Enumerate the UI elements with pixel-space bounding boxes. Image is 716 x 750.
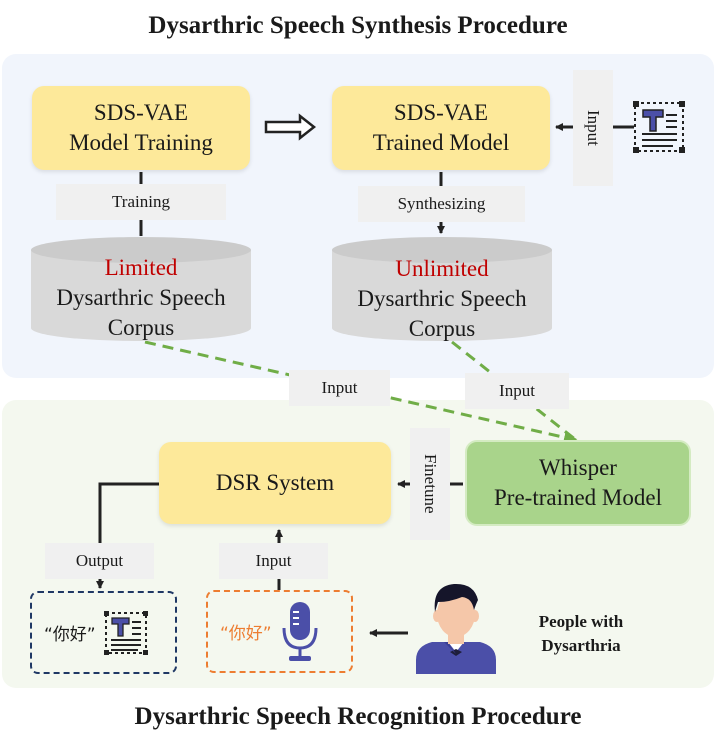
limited-word: Limited xyxy=(104,255,178,280)
input-tag-left: Input xyxy=(289,370,390,406)
trained-box-line2: Trained Model xyxy=(372,130,510,155)
whisper-line1: Whisper xyxy=(539,455,617,480)
text-document-icon xyxy=(103,610,148,655)
limited-corpus-line2: Dysarthric Speech xyxy=(56,285,226,310)
person-avatar-icon xyxy=(416,583,496,674)
whisper-model-box: Whisper Pre-trained Model xyxy=(465,440,691,526)
dsr-system-box: DSR System xyxy=(159,442,391,524)
text-document-icon xyxy=(633,101,685,153)
unlimited-corpus-line3: Corpus xyxy=(408,316,476,341)
output-text: “你好” xyxy=(44,625,96,645)
input-text: “你好” xyxy=(220,624,272,644)
people-label: People with Dysarthria xyxy=(516,610,646,658)
unlimited-corpus-label: Unlimited Dysarthric Speech Corpus xyxy=(331,254,553,344)
whisper-line2: Pre-trained Model xyxy=(494,485,662,510)
microphone-icon xyxy=(282,601,318,661)
people-label-line1: People with xyxy=(538,612,624,631)
finetune-tag: Finetune xyxy=(410,428,450,540)
input-audio-box: “你好” xyxy=(206,590,353,673)
limited-corpus-cylinder xyxy=(31,237,251,341)
input-tag-right: Input xyxy=(465,373,569,409)
unlimited-word: Unlimited xyxy=(395,256,489,281)
input-vertical-tag: Input xyxy=(573,70,613,186)
hollow-right-arrow-icon xyxy=(264,113,317,141)
unlimited-corpus-cylinder xyxy=(332,237,552,341)
training-box-line1: SDS-VAE xyxy=(93,100,189,125)
synthesis-title: Dysarthric Speech Synthesis Procedure xyxy=(148,12,568,39)
trained-box-line1: SDS-VAE xyxy=(393,100,489,125)
input-tag: Input xyxy=(219,543,328,579)
limited-corpus-label: Limited Dysarthric Speech Corpus xyxy=(30,253,252,343)
unlimited-corpus-line2: Dysarthric Speech xyxy=(357,286,527,311)
synthesizing-tag: Synthesizing xyxy=(358,186,525,222)
output-text-box: “你好” xyxy=(30,591,177,674)
people-label-line2: Dysarthria xyxy=(541,636,621,655)
training-box-line2: Model Training xyxy=(69,130,213,155)
dsr-system-label: DSR System xyxy=(215,470,335,495)
sds-vae-training-box: SDS-VAE Model Training xyxy=(32,86,250,170)
recognition-title: Dysarthric Speech Recognition Procedure xyxy=(134,703,582,730)
sds-vae-trained-box: SDS-VAE Trained Model xyxy=(332,86,550,170)
output-tag: Output xyxy=(45,543,154,579)
limited-corpus-line3: Corpus xyxy=(107,315,175,340)
training-tag: Training xyxy=(56,184,226,220)
